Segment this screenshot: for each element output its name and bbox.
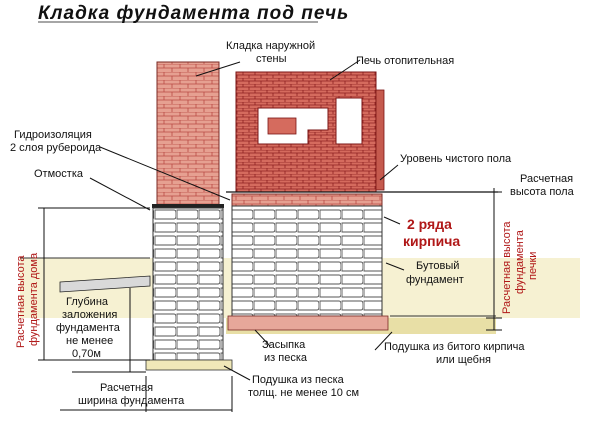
depth-label-3: фундамента bbox=[56, 322, 121, 334]
house-height-dimension bbox=[38, 207, 150, 361]
diagram-title: Кладка фундамента под печь bbox=[38, 3, 349, 24]
svg-text:Расчетная высота: Расчетная высота bbox=[501, 221, 513, 314]
stove-height-vertical-label: Расчетная высота фундамента печки bbox=[501, 221, 539, 314]
sand-cushion-label-2: толщ. не менее 10 см bbox=[248, 387, 359, 399]
svg-text:фундамента: фундамента bbox=[514, 229, 526, 294]
design-width-label: Расчетная bbox=[100, 382, 153, 394]
blind-area-label: Отмостка bbox=[34, 168, 84, 180]
stove-brick-rows bbox=[231, 193, 383, 207]
leader-lines bbox=[89, 59, 405, 381]
depth-label-5: 0,70м bbox=[72, 348, 101, 360]
svg-text:фундамента дома: фундамента дома bbox=[28, 252, 40, 346]
brick-cushion-label: Подушка из битого кирпича bbox=[384, 341, 525, 353]
waterproofing-layer bbox=[152, 204, 224, 208]
design-width-label-2: ширина фундамента bbox=[78, 395, 185, 407]
stove-rubble-foundation bbox=[231, 205, 383, 317]
depth-dimension bbox=[72, 288, 146, 373]
waterproofing-label: Гидроизоляция bbox=[14, 129, 92, 141]
house-rubble-foundation bbox=[152, 207, 224, 361]
floor-level-label: Уровень чистого пола bbox=[400, 153, 512, 165]
svg-text:Расчетная высота: Расчетная высота bbox=[15, 255, 27, 348]
waterproofing-label-2: 2 слоя рубероида bbox=[10, 142, 102, 154]
two-rows-brick-label-2: кирпича bbox=[403, 233, 460, 249]
svg-text:печки: печки bbox=[527, 252, 539, 280]
width-dimension bbox=[60, 376, 233, 412]
blind-area bbox=[59, 275, 151, 293]
sand-cushion-label: Подушка из песка bbox=[252, 374, 345, 386]
sand-backfill-label: Засыпка bbox=[262, 339, 306, 351]
two-rows-brick-label: 2 ряда bbox=[407, 216, 452, 232]
depth-label-4: не менее bbox=[66, 335, 113, 347]
rubble-foundation-label-2: фундамент bbox=[406, 274, 464, 286]
heating-stove bbox=[235, 71, 385, 193]
sand-backfill-label-2: из песка bbox=[264, 352, 308, 364]
house-height-vertical-label: Расчетная высота фундамента дома bbox=[15, 252, 40, 348]
depth-label-2: заложения bbox=[62, 309, 117, 321]
depth-label-1: Глубина bbox=[66, 296, 109, 308]
floor-height-label-2: высота пола bbox=[510, 186, 575, 198]
outer-wall-label: Кладка наружной bbox=[226, 40, 315, 52]
stove-height-dimension bbox=[486, 188, 502, 331]
outer-brick-wall bbox=[156, 61, 220, 207]
rubble-foundation-label: Бутовый bbox=[416, 260, 459, 272]
heating-stove-label: Печь отопительная bbox=[356, 55, 454, 67]
outer-wall-label-2: стены bbox=[256, 53, 287, 65]
floor-height-label: Расчетная bbox=[520, 173, 573, 185]
brick-cushion-label-2: или щебня bbox=[436, 354, 491, 366]
stove-brick-cushion bbox=[227, 315, 389, 331]
house-sand-cushion bbox=[145, 359, 233, 371]
